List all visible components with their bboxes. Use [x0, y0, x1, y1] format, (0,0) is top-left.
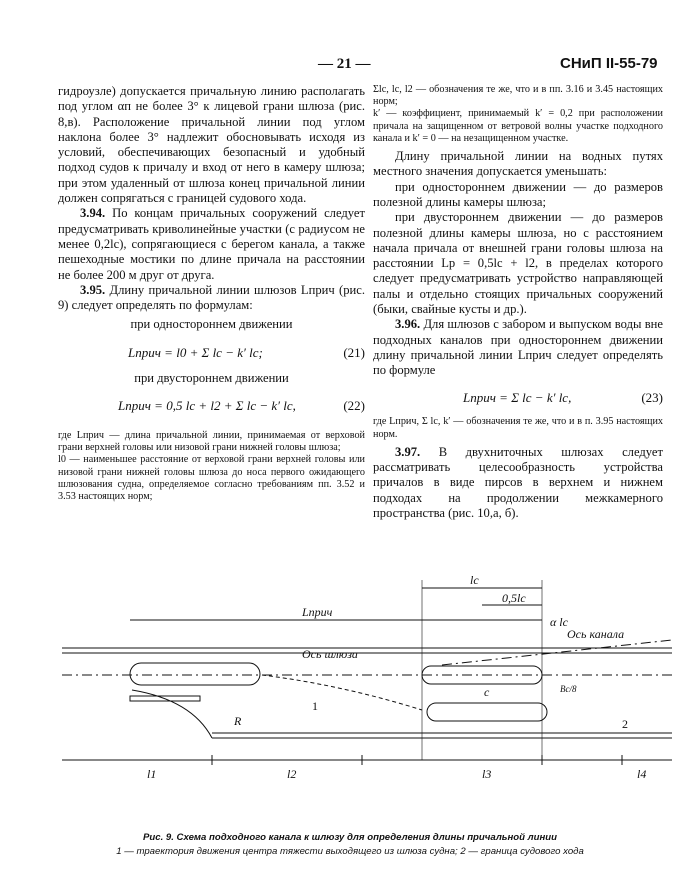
paragraph-continuation: гидроузле) допускается причальную линию …	[58, 84, 365, 206]
paragraph-one-way: при одностороннем движении — до размеров…	[373, 179, 663, 209]
right-column: Σlс, lс, l2 — обозначения те же, что и в…	[373, 84, 663, 521]
label-half-lc: 0,5lс	[502, 591, 526, 605]
label-lc: lс	[470, 573, 479, 587]
definition-l0: l0 — наименьшее расстояние от верховой г…	[58, 454, 365, 503]
clause-number: 3.96.	[395, 317, 421, 332]
label-canal-axis: Ось канала	[567, 627, 624, 641]
formula-number: (22)	[343, 398, 365, 414]
case-two-way: при двустороннем движении	[134, 370, 289, 385]
clause-3-94: 3.94. По концам причальных сооружений сл…	[58, 206, 365, 282]
clause-number: 3.94.	[80, 206, 106, 221]
label-curve-1: 1	[312, 699, 318, 713]
figure-9-diagram: Lприч lс 0,5lс α lс Ось канала Ось шлюза…	[62, 573, 672, 781]
paragraph-local-ways: Длину причальной линии на водных путях м…	[373, 149, 663, 179]
berth-lower	[426, 702, 548, 722]
label-l3: l3	[482, 767, 491, 781]
label-alpha-lc: α lс	[550, 615, 569, 629]
definition-sum-lc: Σlс, lс, l2 — обозначения те же, что и в…	[373, 84, 663, 108]
label-lock-axis: Ось шлюза	[302, 647, 358, 661]
clause-3-96: 3.96. Для шлюзов с забором и выпуском во…	[373, 317, 663, 378]
figure-caption: Рис. 9. Схема подходного канала к шлюзу …	[142, 832, 558, 843]
formula-22: Lприч = 0,5 lс + l2 + Σ lс − k′ lс, (22)	[58, 386, 365, 424]
page-number: — 21 —	[318, 56, 371, 72]
formula-text: Lприч = Σ lс − k′ lс,	[463, 390, 572, 406]
canal-axis-line	[441, 639, 672, 666]
clause-text: В двухниточных шлюзах следует рассматрив…	[373, 444, 663, 521]
lock-wall-lower	[129, 695, 201, 702]
clause-text: По концам причальных сооружений следует …	[58, 206, 366, 282]
clause-3-97: 3.97. В двухниточных шлюзах следует расс…	[373, 445, 663, 521]
label-l1: l1	[147, 767, 156, 781]
bank-curve	[131, 689, 213, 739]
lock-wall-upper	[129, 662, 261, 686]
paragraph-two-way: при двустороннем движении — до размеров …	[373, 210, 663, 316]
label-c: с	[484, 685, 490, 699]
clause-text: Длину причальной линии шлюзов Lприч (рис…	[58, 282, 365, 313]
formula-21: Lприч = l0 + Σ lс − k′ lс; (21)	[58, 333, 365, 371]
definition-23: где Lприч, Σ lс, k′ — обозначения те же,…	[373, 416, 663, 440]
label-l4: l4	[637, 767, 646, 781]
clause-text: Для шлюзов с забором и выпуском воды вне…	[373, 317, 663, 378]
definition-l-prich: где Lприч — длина причальной линии, прин…	[58, 430, 365, 454]
definition-k: k′ — коэффициент, принимаемый k′ = 0,2 п…	[373, 108, 663, 144]
clause-3-95: 3.95. Длину причальной линии шлюзов Lпри…	[58, 283, 365, 314]
label-b: Вс/8	[560, 684, 577, 694]
clause-number: 3.97.	[395, 444, 421, 459]
formula-number: (21)	[343, 344, 365, 360]
clause-number: 3.95.	[80, 282, 106, 297]
label-l-prich: Lприч	[301, 605, 333, 619]
formula-number: (23)	[641, 390, 663, 406]
formula-text: Lприч = l0 + Σ lс − k′ lс;	[128, 344, 263, 360]
label-l2: l2	[287, 767, 296, 781]
case-one-way: при одностороннем движении	[130, 317, 293, 332]
left-column: гидроузле) допускается причальную линию …	[58, 84, 365, 503]
label-boundary-2: 2	[622, 717, 628, 731]
document-code: СНиП II-55-79	[560, 55, 658, 72]
formula-text: Lприч = 0,5 lс + l2 + Σ lс − k′ lс,	[118, 398, 296, 414]
label-r: R	[233, 714, 242, 728]
formula-23: Lприч = Σ lс − k′ lс, (23)	[373, 378, 663, 416]
vessel-trajectory	[261, 674, 423, 711]
figure-legend: 1 — траектория движения центра тяжести в…	[116, 846, 584, 857]
